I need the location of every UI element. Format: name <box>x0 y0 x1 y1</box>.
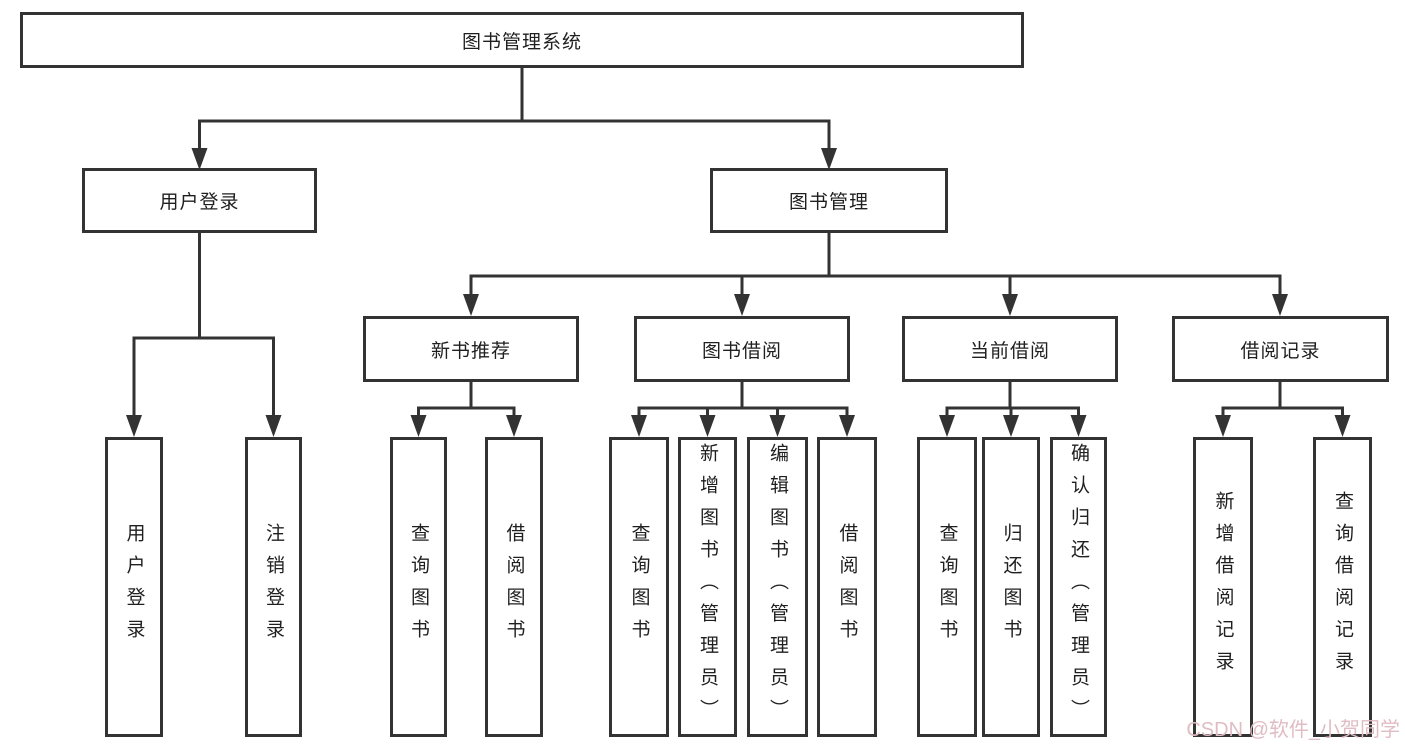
node-library-system: 图书管理系统 <box>20 12 1024 68</box>
leaf-query-borrow-record: 查询借阅记录 <box>1313 437 1372 737</box>
edges-current-borrow-children <box>939 382 1087 437</box>
node-label: 确认归还（管理员） <box>1068 443 1089 731</box>
node-label: 查询图书 <box>408 523 429 651</box>
node-label: 图书管理系统 <box>461 31 582 53</box>
node-label: 借阅图书 <box>836 523 858 651</box>
arrowhead <box>734 294 750 316</box>
arrowhead <box>699 415 716 437</box>
node-label: 图书管理 <box>788 192 869 213</box>
node-label: 新增图书（管理员） <box>697 443 718 731</box>
leaf-query-books-borrow: 查询图书 <box>609 437 669 737</box>
leaf-borrow-books: 借阅图书 <box>817 437 877 737</box>
node-book-borrow: 图书借阅 <box>634 316 850 382</box>
arrowhead <box>1215 415 1231 437</box>
arrowhead <box>506 415 522 437</box>
edges-root-to-level2 <box>191 68 837 170</box>
leaf-user-login: 用户登录 <box>105 437 163 737</box>
node-label: 新书推荐 <box>430 340 511 362</box>
leaf-add-book-admin: 新增图书（管理员） <box>678 437 737 737</box>
leaf-edit-book-admin: 编辑图书（管理员） <box>747 437 808 737</box>
arrowhead <box>1070 415 1087 437</box>
leaf-logout: 注销登录 <box>245 437 302 737</box>
node-label: 注销登录 <box>263 523 284 651</box>
arrowhead <box>1002 294 1018 316</box>
edges-book-borrow-children <box>631 382 855 437</box>
node-label: 新增借阅记录 <box>1212 491 1234 683</box>
arrowhead <box>1003 415 1019 437</box>
node-label: 图书借阅 <box>701 340 782 362</box>
arrowhead <box>939 415 955 437</box>
node-label: 借阅图书 <box>503 523 525 651</box>
watermark: CSDN @软件_小贺同学 <box>1186 719 1400 741</box>
node-borrow-records: 借阅记录 <box>1172 316 1389 382</box>
node-current-borrow: 当前借阅 <box>902 316 1118 382</box>
node-label: 查询图书 <box>936 523 958 651</box>
edges-borrow-records-children <box>1215 382 1351 437</box>
leaf-add-borrow-record: 新增借阅记录 <box>1193 437 1253 737</box>
arrowhead <box>126 415 142 437</box>
node-book-management: 图书管理 <box>710 168 948 233</box>
node-user-login: 用户登录 <box>82 168 317 233</box>
node-label: 查询借阅记录 <box>1332 491 1353 683</box>
node-label: 查询图书 <box>628 523 650 651</box>
leaf-return-book: 归还图书 <box>982 437 1040 737</box>
edges-new-book-recommend-children <box>410 382 522 437</box>
arrowhead <box>1334 415 1351 437</box>
arrowhead <box>265 415 282 437</box>
arrowhead <box>769 415 786 437</box>
leaf-query-books-recommend: 查询图书 <box>390 437 447 737</box>
arrowhead <box>1272 294 1288 316</box>
arrowhead <box>821 148 837 170</box>
node-label: 用户登录 <box>123 523 145 651</box>
node-label: 当前借阅 <box>969 340 1050 362</box>
node-label: 用户登录 <box>159 192 240 213</box>
arrowhead <box>839 415 855 437</box>
leaf-confirm-return-admin: 确认归还（管理员） <box>1050 437 1107 737</box>
node-label: 借阅记录 <box>1240 340 1321 362</box>
node-label: 编辑图书（管理员） <box>767 443 788 731</box>
leaf-query-books-current: 查询图书 <box>917 437 977 737</box>
arrowhead <box>631 415 647 437</box>
arrowhead <box>463 294 479 316</box>
arrowhead <box>410 415 427 437</box>
node-label: 归还图书 <box>1000 523 1022 651</box>
edges-book-management-children <box>463 233 1288 316</box>
arrowhead <box>191 148 208 170</box>
leaf-borrow-books-recommend: 借阅图书 <box>485 437 543 737</box>
node-new-book-recommend: 新书推荐 <box>363 316 579 382</box>
edges-user-login-children <box>126 233 282 437</box>
